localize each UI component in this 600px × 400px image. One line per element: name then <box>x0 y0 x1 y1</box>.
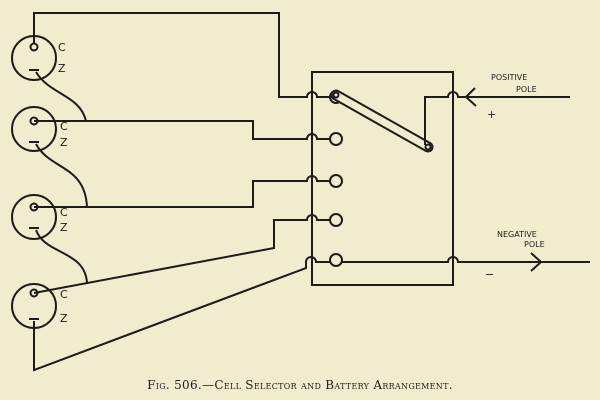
zinc-label: Z <box>58 62 66 75</box>
contact-2 <box>329 132 343 146</box>
cell-2: C Z <box>11 106 68 152</box>
wire-2 <box>34 120 330 140</box>
negative-label-1: NEGATIVE <box>497 230 537 239</box>
connector-2-3 <box>35 143 88 208</box>
zinc-label: Z <box>60 136 68 149</box>
cell-3: C Z <box>11 194 68 240</box>
wire-4 <box>33 214 330 294</box>
selector-arm <box>330 89 434 153</box>
carbon-label: C <box>60 288 68 301</box>
negative-sign: − <box>485 268 494 281</box>
connector-1-2 <box>35 71 87 122</box>
positive-label-2: POLE <box>516 85 537 94</box>
contact-5 <box>329 253 343 267</box>
connector-3-4 <box>35 229 88 284</box>
carbon-label: C <box>60 120 68 133</box>
zinc-label: Z <box>60 312 68 325</box>
figure-caption: Fig. 506.—Cell Selector and Battery Arra… <box>147 378 453 392</box>
negative-wire <box>342 256 590 263</box>
contact-3 <box>329 174 343 188</box>
positive-label-1: POSITIVE <box>491 73 527 82</box>
wire-1 <box>33 12 330 98</box>
wire-5 <box>33 256 330 372</box>
negative-arrow <box>530 252 543 272</box>
positive-arrow <box>464 87 477 107</box>
carbon-label: C <box>60 206 68 219</box>
zinc-label: Z <box>60 221 68 234</box>
selector-box <box>311 71 454 286</box>
cell-4: C Z <box>11 283 68 329</box>
cell-1: C Z <box>11 35 66 81</box>
positive-sign: + <box>487 108 496 121</box>
positive-wire <box>424 91 570 145</box>
negative-label-2: POLE <box>524 240 545 249</box>
contact-4 <box>329 213 343 227</box>
carbon-label: C <box>58 41 66 54</box>
wire-3 <box>34 175 330 208</box>
